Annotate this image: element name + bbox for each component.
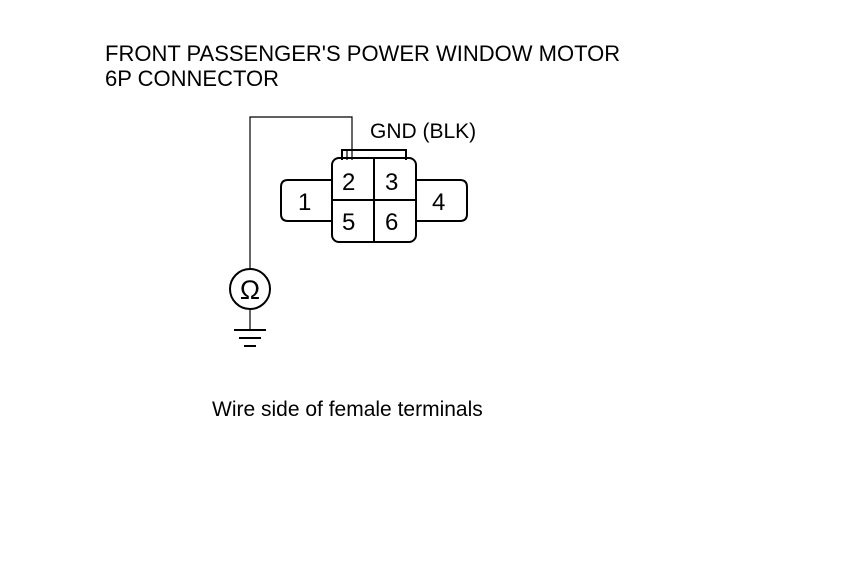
connector-right-housing [416, 179, 468, 222]
terminal-4: 4 [432, 189, 445, 216]
connector-left-housing [280, 179, 332, 222]
terminal-1: 1 [298, 189, 311, 216]
terminal-5: 5 [342, 209, 355, 236]
terminal-6: 6 [385, 209, 398, 236]
ohmmeter-symbol: Ω [240, 275, 260, 305]
terminal-3: 3 [385, 169, 398, 196]
connector-body [280, 149, 468, 243]
diagram-title-line-1: FRONT PASSENGER'S POWER WINDOW MOTOR [105, 41, 621, 66]
ohmmeter-icon: Ω [229, 268, 271, 310]
terminal-label: GND (BLK) [370, 120, 476, 143]
connector-lock-tab [341, 149, 407, 160]
diagram-caption: Wire side of female terminals [212, 398, 483, 421]
probe-wire [249, 116, 353, 270]
ground-icon [234, 329, 266, 347]
terminal-2: 2 [342, 169, 355, 196]
diagram-title-line-2: 6P CONNECTOR [105, 66, 280, 91]
